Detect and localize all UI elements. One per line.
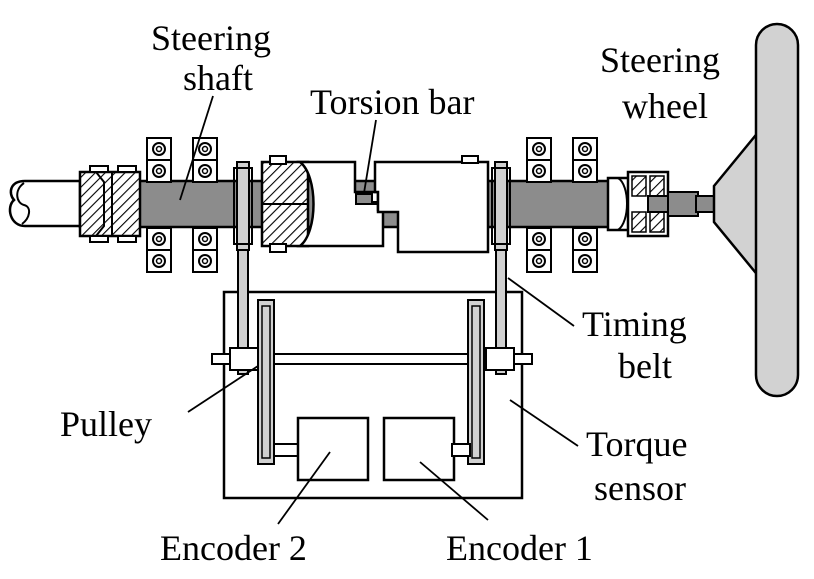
leader-lines bbox=[179, 95, 579, 525]
label-steering-wheel-2: wheel bbox=[622, 86, 708, 126]
leader-torsion-bar bbox=[363, 119, 377, 194]
label-steering-shaft-1: Steering bbox=[151, 18, 271, 58]
encoder-1 bbox=[382, 416, 471, 482]
shaft-left-end bbox=[8, 179, 92, 228]
label-pulley: Pulley bbox=[60, 404, 152, 444]
leader-encoder-1 bbox=[419, 461, 489, 521]
leader-pulley bbox=[187, 365, 259, 413]
leader-timing-belt bbox=[507, 277, 575, 327]
label-encoder-2: Encoder 2 bbox=[160, 528, 307, 568]
right-housing-block bbox=[373, 155, 490, 254]
leader-encoder-2 bbox=[277, 451, 331, 525]
encoder-2 bbox=[273, 416, 370, 482]
label-steering-shaft-2: shaft bbox=[183, 58, 253, 98]
right-shaft-pulley bbox=[491, 161, 511, 251]
timing-belt-right bbox=[495, 249, 507, 375]
leader-steering-shaft bbox=[179, 95, 214, 201]
sensor-cross-shaft bbox=[211, 347, 533, 371]
left-shaft-pulley bbox=[233, 161, 253, 251]
label-torque-sensor-1: Torque bbox=[586, 424, 687, 464]
sensor-pulley-right bbox=[467, 299, 485, 465]
timing-belt-left bbox=[237, 249, 249, 375]
torsion-bar-housing bbox=[260, 155, 385, 253]
left-coupling bbox=[78, 165, 142, 243]
steering-wheel bbox=[712, 22, 800, 398]
label-timing-belt-2: belt bbox=[618, 346, 672, 386]
label-timing-belt-1: Timing bbox=[582, 304, 687, 344]
right-coupling bbox=[617, 170, 715, 238]
label-steering-wheel-1: Steering bbox=[600, 40, 720, 80]
label-torque-sensor-2: sensor bbox=[594, 468, 686, 508]
label-encoder-1: Encoder 1 bbox=[446, 528, 593, 568]
leader-torque-sensor bbox=[509, 399, 579, 447]
sensor-pulley-left bbox=[257, 299, 275, 465]
label-torsion-bar: Torsion bar bbox=[310, 82, 474, 122]
